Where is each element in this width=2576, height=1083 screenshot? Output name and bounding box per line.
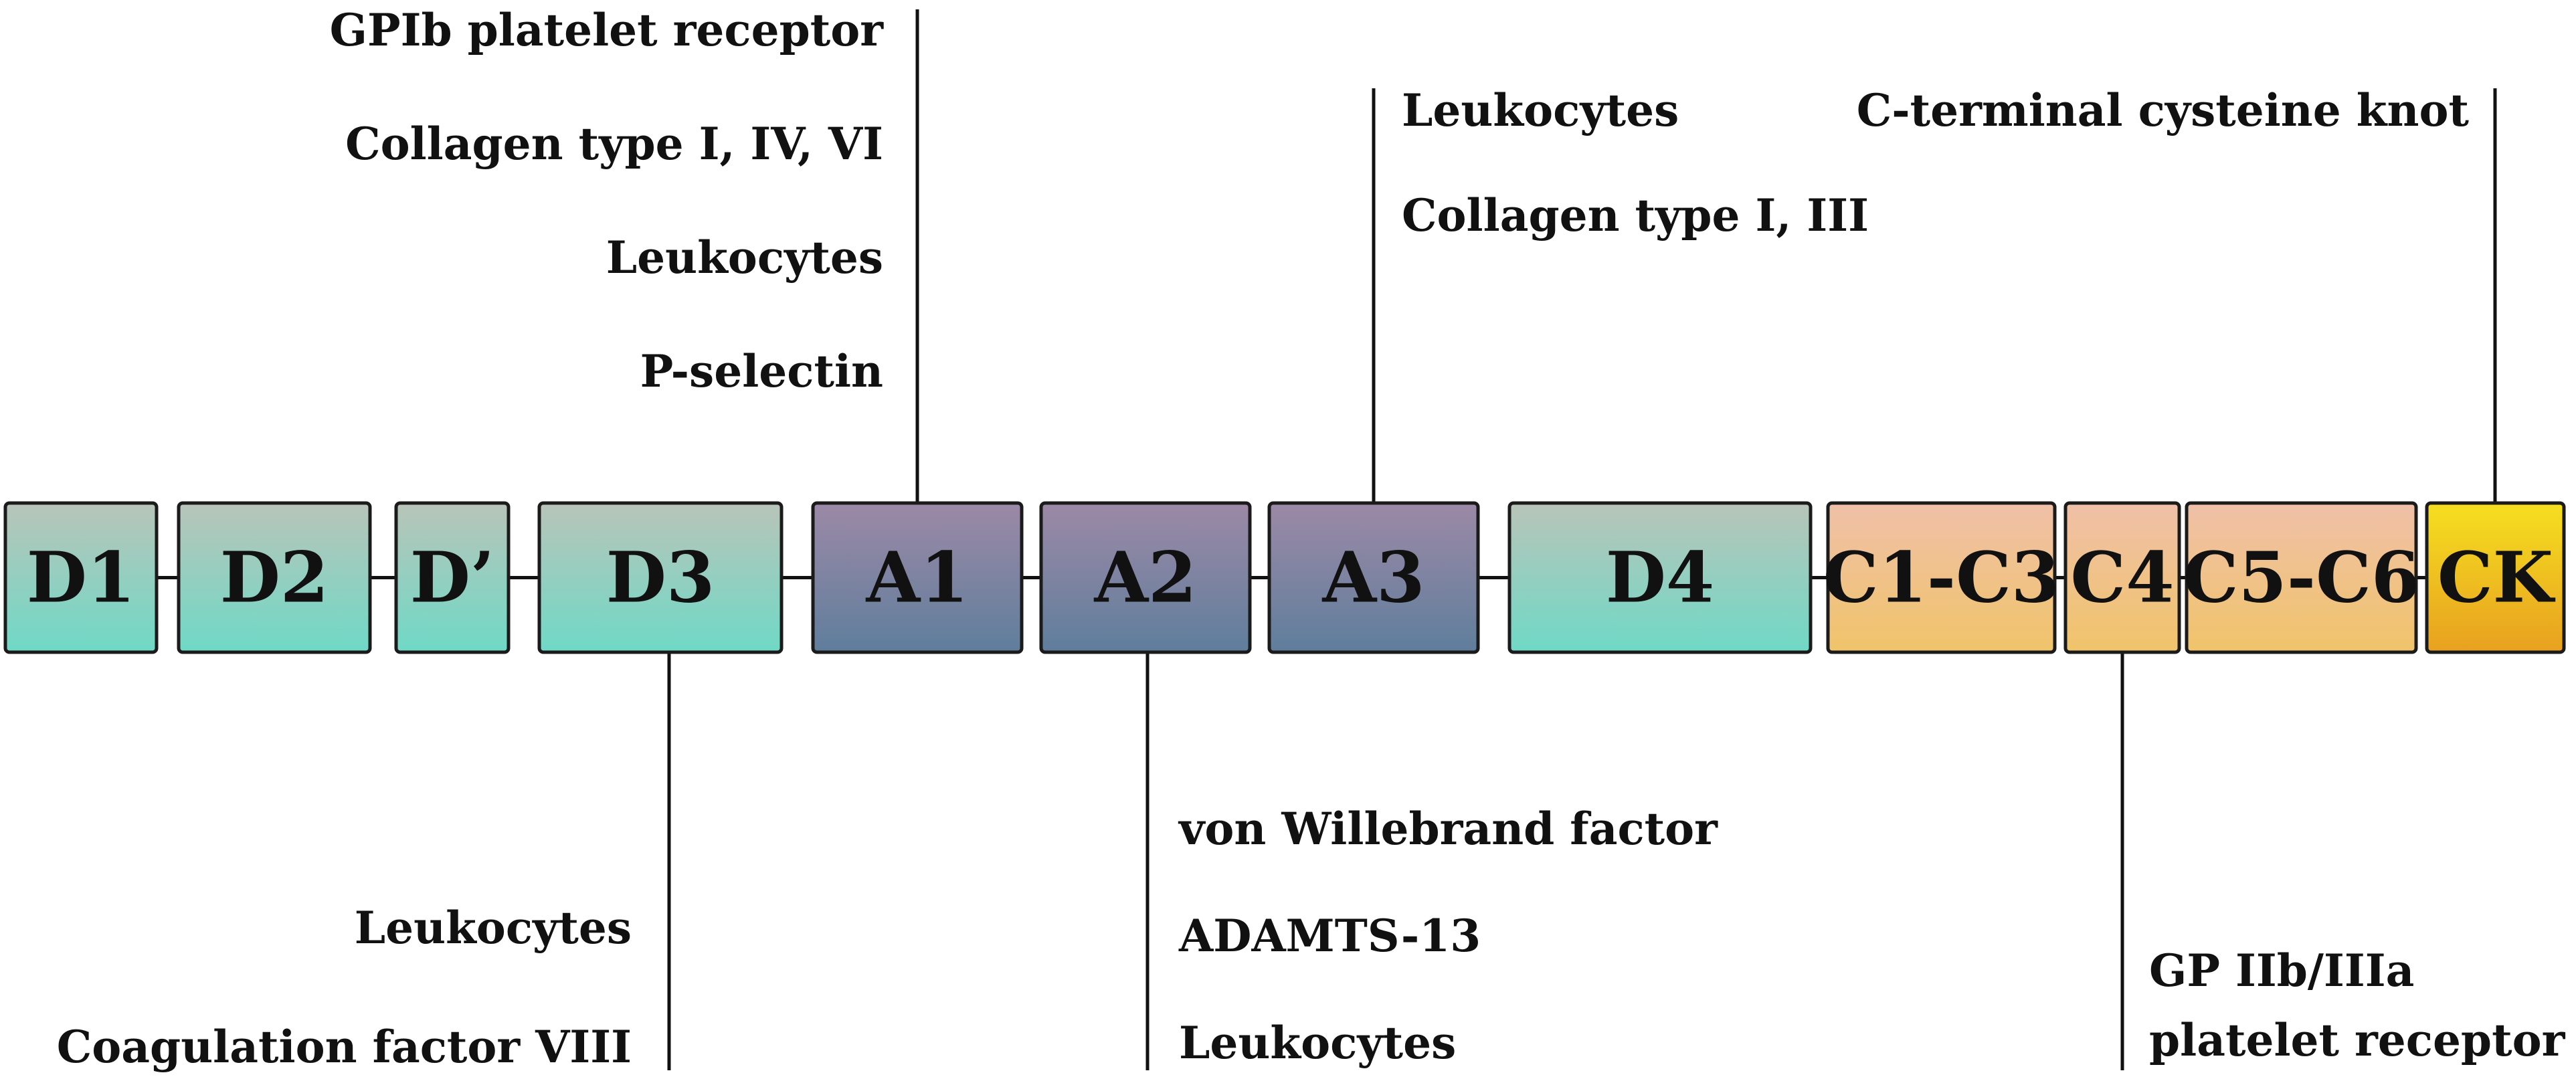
annotation-label-d3-1: Coagulation factor VIII [57, 1021, 632, 1073]
domain-box-a3 [1267, 501, 1480, 654]
domain-label-a1: A1 [865, 536, 968, 619]
domain-label-c5c6: C5-C6 [2183, 536, 2419, 619]
annotation-label-a2-2: Leukocytes [1179, 1017, 1456, 1069]
domain-label-dprime: D’ [410, 536, 494, 619]
domain-label-c1c3: C1-C3 [1823, 536, 2059, 619]
domain-box-a2 [1039, 501, 1252, 654]
domain-box-c1c3 [1826, 501, 2057, 654]
domain-box-c4 [2063, 501, 2181, 654]
domain-label-d1: D1 [27, 536, 136, 619]
annotation-label-ck-0: C-terminal cysteine knot [1857, 84, 2470, 136]
domain-box-d4 [1507, 501, 1813, 654]
domain-box-dprime [394, 501, 511, 654]
annotation-label-a1-1: Collagen type I, IV, VI [345, 118, 883, 170]
annotation-label-a2-0: von Willebrand factor [1178, 803, 1718, 855]
domain-label-a3: A3 [1321, 536, 1424, 619]
domain-label-ck: CK [2437, 536, 2556, 619]
domain-box-d2 [177, 501, 372, 654]
annotation-label-a3-0: Leukocytes [1402, 84, 1679, 136]
domain-label-d2: D2 [220, 536, 329, 619]
domain-label-a2: A2 [1093, 536, 1196, 619]
annotation-label-a1-2: Leukocytes [606, 231, 883, 284]
domain-box-a1 [811, 501, 1024, 654]
annotation-label-a2-1: ADAMTS-13 [1178, 910, 1481, 962]
annotation-label-d3-0: Leukocytes [355, 902, 632, 954]
domain-box-d1 [3, 501, 159, 654]
annotation-label-c4-0: GP IIb/IIIa [2149, 945, 2414, 997]
annotation-leader-lines [667, 9, 2497, 1070]
domain-box-c5c6 [2185, 501, 2418, 654]
domain-label-d4: D4 [1606, 536, 1715, 619]
domain-box-ck [2425, 501, 2566, 654]
domain-box-d3 [537, 501, 784, 654]
domain-label-c4: C4 [2070, 536, 2174, 619]
domain-label-d3: D3 [606, 536, 715, 619]
annotation-label-a3-1: Collagen type I, III [1402, 189, 1869, 241]
annotation-label-c4-1: platelet receptor [2149, 1014, 2566, 1066]
annotation-label-a1-0: GPIb platelet receptor [330, 4, 885, 56]
annotation-label-a1-3: P-selectin [640, 345, 883, 397]
